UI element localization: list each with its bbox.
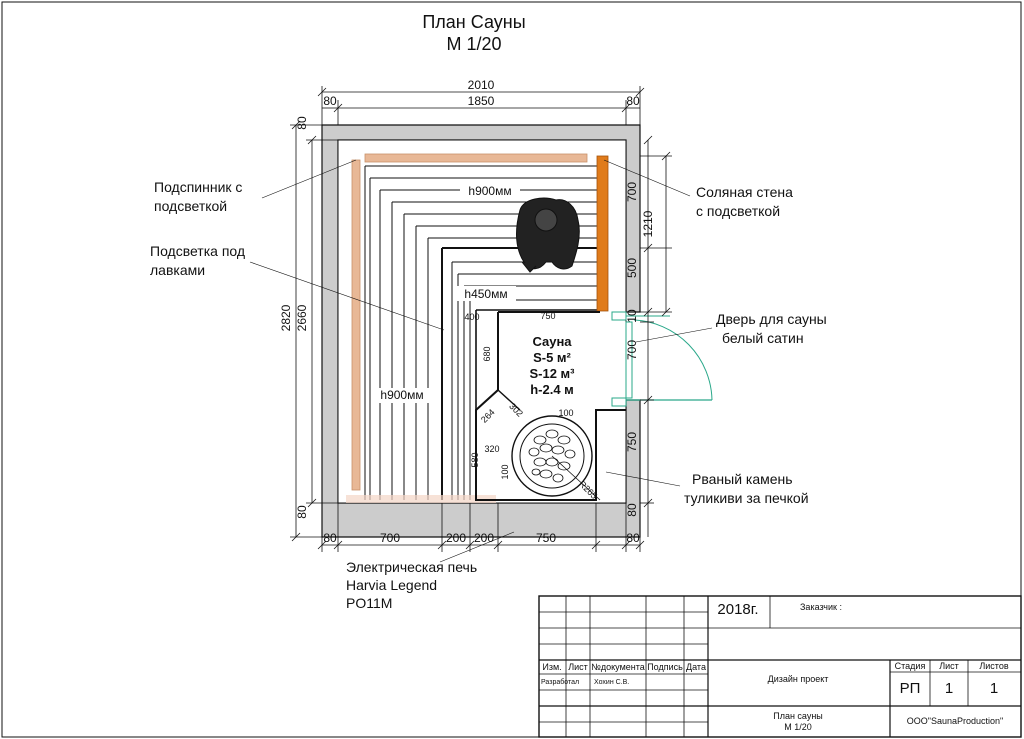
dim-bottom-700: 700 xyxy=(380,531,400,545)
dim-top-left-wall: 80 xyxy=(323,94,337,108)
dim-left-inner: 2660 xyxy=(295,304,309,331)
dim-interior-680: 680 xyxy=(482,346,492,361)
tb-col-sign: Подпись xyxy=(647,662,683,672)
callout-stove-3: PO11M xyxy=(346,595,392,611)
tb-col-date: Дата xyxy=(686,662,706,672)
sauna-area: S-5 м² xyxy=(533,350,571,365)
dim-bottom-750: 750 xyxy=(536,531,556,545)
dim-bottom-200a: 200 xyxy=(446,531,466,545)
stove-circle-inner xyxy=(519,423,585,489)
dim-interior-100a: 100 xyxy=(558,408,573,418)
callout-bench-light-1: Подсветка под xyxy=(150,243,245,259)
callout-bench-light-2: лавками xyxy=(150,262,205,278)
callout-stove-1: Электрическая печь xyxy=(346,559,477,575)
dim-left-bottom-wall: 80 xyxy=(295,505,309,519)
dim-lines-right xyxy=(640,135,672,537)
callout-stone-2: туликиви за печкой xyxy=(684,490,809,506)
callout-door-1: Дверь для сауны xyxy=(716,311,827,327)
dim-interior-400: 400 xyxy=(464,312,479,322)
title-block xyxy=(538,595,1022,738)
bench-lower-height: h900мм xyxy=(380,388,423,402)
stone-strip-bottom xyxy=(346,495,496,503)
dim-interior-750: 750 xyxy=(540,311,555,321)
room-interior xyxy=(337,139,627,504)
tb-col-izm: Изм. xyxy=(542,662,561,672)
dim-lines-bottom xyxy=(317,503,645,552)
person-body xyxy=(516,197,580,270)
person-head xyxy=(534,208,558,232)
dim-interior-100b: 100 xyxy=(500,464,510,479)
dim-right-10: 10 xyxy=(625,309,639,323)
tb-year: 2018г. xyxy=(717,601,758,618)
tb-row-developed: Разработал xyxy=(541,678,579,686)
plan-title: План Сауны xyxy=(422,12,525,32)
dim-bottom-right-wall: 80 xyxy=(626,531,640,545)
tb-drawing-name: План сауны xyxy=(773,711,823,721)
person-figure xyxy=(516,197,580,273)
dim-bottom-200b: 200 xyxy=(474,531,494,545)
dim-right-bottom-wall: 80 xyxy=(625,503,639,517)
backrest-left xyxy=(351,159,361,491)
tb-sheets-label: Листов xyxy=(979,661,1008,671)
dim-bottom-left-wall: 80 xyxy=(323,531,337,545)
tb-developer-name: Хохин С.В. xyxy=(594,679,629,686)
dim-right-door: 700 xyxy=(625,340,639,360)
callout-backrest-1: Подспинник с xyxy=(154,179,242,195)
dim-lines-left xyxy=(290,120,338,542)
tb-customer-label: Заказчик : xyxy=(800,602,842,612)
tb-col-list: Лист xyxy=(568,662,588,672)
leader-lines xyxy=(249,159,713,563)
callout-backrest-2: подсветкой xyxy=(154,198,227,214)
stove-circle-outer xyxy=(511,415,593,497)
dim-interior-580: 580 xyxy=(470,452,480,467)
dim-top-inner: 1850 xyxy=(468,94,495,108)
sauna-volume: S-12 м³ xyxy=(529,366,575,381)
bench-upper-height: h900мм xyxy=(468,184,511,198)
stove-zone xyxy=(475,311,626,501)
callout-salt-wall-2: с подсветкой xyxy=(696,203,780,219)
callout-salt-wall-1: Соляная стена xyxy=(696,184,793,200)
sauna-name: Сауна xyxy=(532,334,572,349)
dim-right-700: 700 xyxy=(625,182,639,202)
callout-door-2: белый сатин xyxy=(722,330,804,346)
tb-stage-value: РП xyxy=(900,680,921,697)
door-swing-arc xyxy=(633,319,713,401)
dim-left-top-wall: 80 xyxy=(295,116,309,130)
callout-stove-2: Harvia Legend xyxy=(346,577,437,593)
walls xyxy=(321,124,641,538)
salt-wall xyxy=(596,155,609,312)
dim-right-750: 750 xyxy=(625,432,639,452)
dim-lines-top xyxy=(317,86,645,125)
tb-company: ООО"SaunaProduction" xyxy=(907,716,1003,726)
dim-top-total: 2010 xyxy=(468,78,495,92)
bench-middle-height: h450мм xyxy=(464,287,507,301)
dim-top-right-wall: 80 xyxy=(626,94,640,108)
tb-sheets-value: 1 xyxy=(990,680,998,697)
sauna-height: h-2.4 м xyxy=(530,382,574,397)
dim-interior-320: 320 xyxy=(484,444,499,454)
tb-sheet-value: 1 xyxy=(945,680,953,697)
tb-project: Дизайн проект xyxy=(768,674,829,684)
tb-sheet-label: Лист xyxy=(939,661,959,671)
plan-scale: М 1/20 xyxy=(446,34,501,54)
tb-stage-label: Стадия xyxy=(895,661,926,671)
callout-stone-1: Рваный камень xyxy=(692,471,793,487)
backrest-top xyxy=(364,153,588,163)
tb-drawing-scale: М 1/20 xyxy=(784,722,812,732)
dim-right-500: 500 xyxy=(625,258,639,278)
dim-right-1210: 1210 xyxy=(641,210,655,237)
tb-col-doc: №документа xyxy=(591,662,645,672)
dim-left-total: 2820 xyxy=(279,304,293,331)
